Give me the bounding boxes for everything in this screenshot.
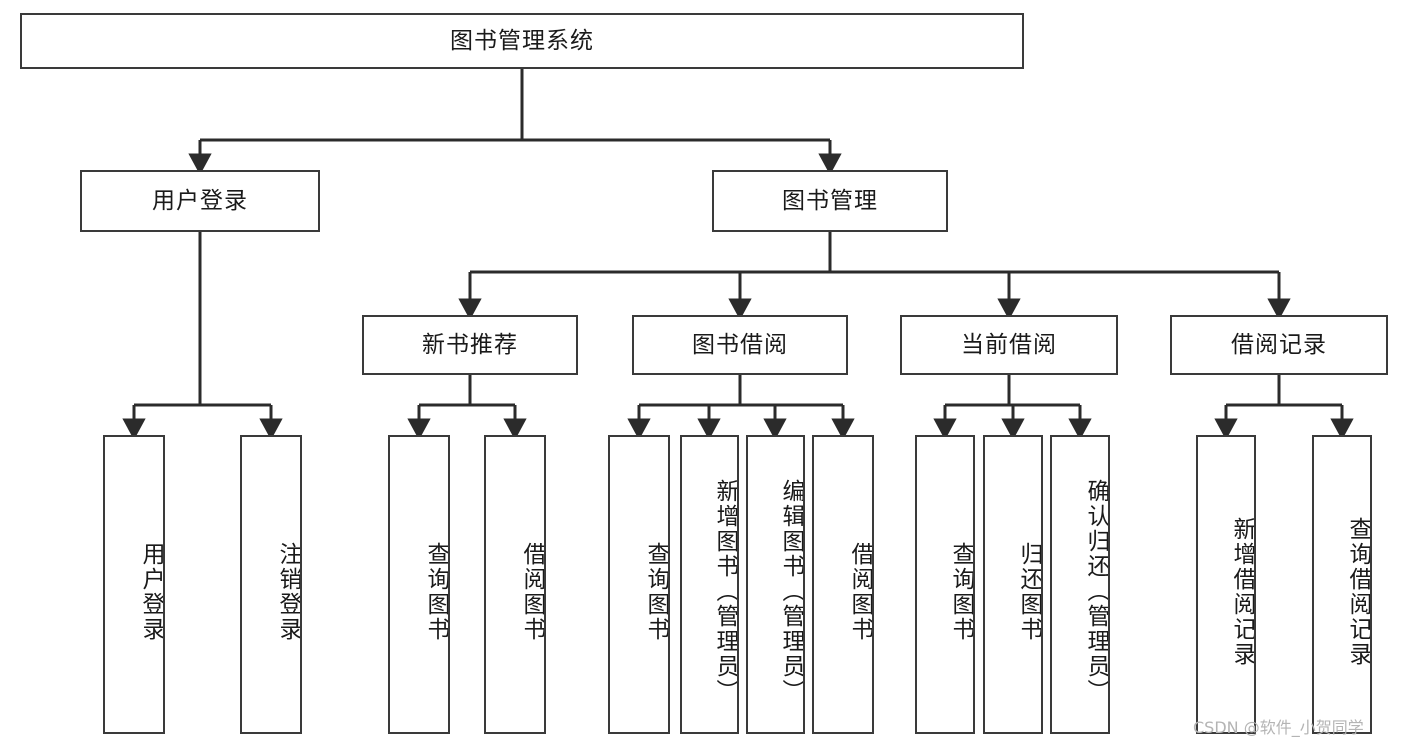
node-user-login[interactable]: 用户登录 [80,170,320,232]
node-leaf-add-book[interactable]: 新增图书（管理员） [680,435,739,734]
node-leaf-edit-book[interactable]: 编辑图书（管理员） [746,435,805,734]
node-leaf-return-book[interactable]: 归还图书 [983,435,1043,734]
node-current-borrow-label: 当前借阅 [961,331,1057,358]
node-leaf-add-book-label: 新增图书（管理员） [712,479,738,704]
node-leaf-borrow-book-1-label: 借阅图书 [519,541,545,642]
node-leaf-confirm-return[interactable]: 确认归还（管理员） [1050,435,1110,734]
node-leaf-add-record-label: 新增借阅记录 [1229,516,1255,667]
node-leaf-add-record[interactable]: 新增借阅记录 [1196,435,1256,734]
node-leaf-user-logout-label: 注销登录 [275,541,301,642]
node-leaf-query-book-2[interactable]: 查询图书 [608,435,670,734]
node-leaf-query-book-3-label: 查询图书 [948,541,974,642]
node-leaf-query-book-1-label: 查询图书 [423,541,449,642]
node-leaf-confirm-return-label: 确认归还（管理员） [1083,479,1109,704]
node-user-login-label: 用户登录 [152,187,248,214]
node-book-borrow[interactable]: 图书借阅 [632,315,848,375]
node-new-book-rec-label: 新书推荐 [422,331,518,358]
node-book-borrow-label: 图书借阅 [692,331,788,358]
node-borrow-record[interactable]: 借阅记录 [1170,315,1388,375]
node-leaf-borrow-book-2-label: 借阅图书 [847,541,873,642]
node-leaf-query-record[interactable]: 查询借阅记录 [1312,435,1372,734]
node-leaf-query-book-3[interactable]: 查询图书 [915,435,975,734]
node-book-manage-label: 图书管理 [782,187,878,214]
node-leaf-user-logout[interactable]: 注销登录 [240,435,302,734]
node-borrow-record-label: 借阅记录 [1231,331,1327,358]
node-leaf-query-book-1[interactable]: 查询图书 [388,435,450,734]
node-root-label: 图书管理系统 [450,27,594,54]
node-leaf-query-book-2-label: 查询图书 [643,541,669,642]
node-leaf-borrow-book-2[interactable]: 借阅图书 [812,435,874,734]
node-book-manage[interactable]: 图书管理 [712,170,948,232]
node-leaf-edit-book-label: 编辑图书（管理员） [778,479,804,704]
node-leaf-borrow-book-1[interactable]: 借阅图书 [484,435,546,734]
node-leaf-user-login-label: 用户登录 [138,541,164,642]
node-current-borrow[interactable]: 当前借阅 [900,315,1118,375]
node-new-book-rec[interactable]: 新书推荐 [362,315,578,375]
node-leaf-user-login[interactable]: 用户登录 [103,435,165,734]
csdn-watermark: CSDN @软件_小贺同学 [1193,718,1364,737]
node-leaf-query-record-label: 查询借阅记录 [1345,516,1371,667]
node-leaf-return-book-label: 归还图书 [1016,541,1042,642]
node-root-system[interactable]: 图书管理系统 [20,13,1024,69]
